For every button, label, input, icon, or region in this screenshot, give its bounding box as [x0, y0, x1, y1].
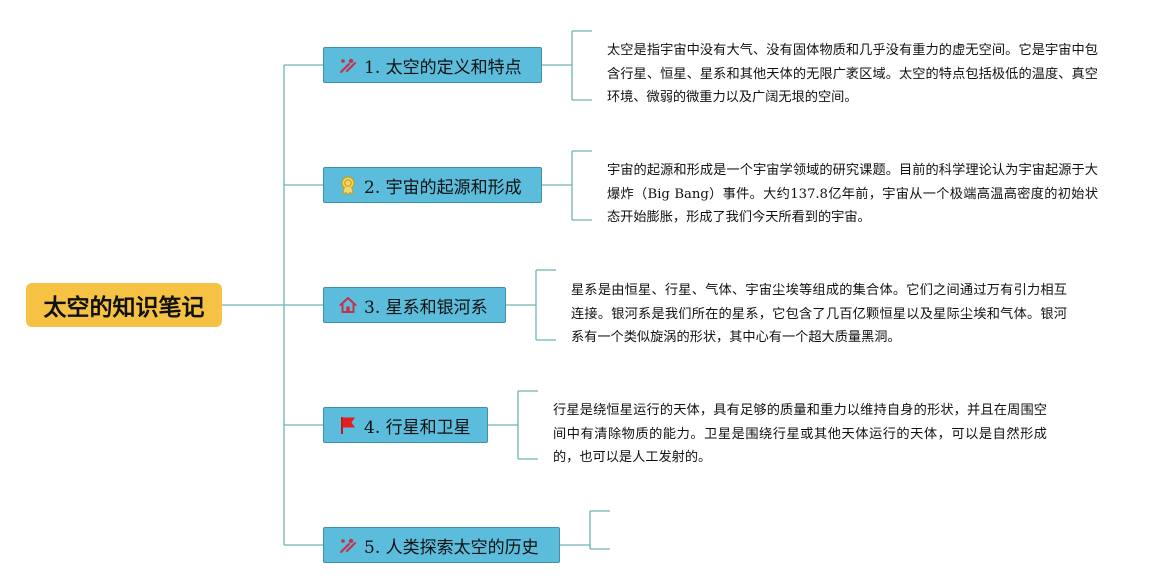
- note-connector-5: [560, 510, 610, 550]
- tools-icon: [338, 535, 358, 555]
- central-topic-label: 太空的知识笔记: [43, 295, 205, 321]
- topic-label: 5. 人类探索太空的历史: [364, 537, 539, 558]
- topic-note: 太空是指宇宙中没有大气、没有固体物质和几乎没有重力的虚无空间。它是宇宙中包含行星…: [607, 43, 1098, 105]
- topic-space-definition[interactable]: 1. 太空的定义和特点: [323, 47, 542, 83]
- note-connector-3: [506, 269, 556, 341]
- topic-planets-satellites[interactable]: 4. 行星和卫星: [323, 407, 488, 443]
- topic-universe-origin[interactable]: 2. 宇宙的起源和形成: [323, 167, 542, 203]
- note-connector-2: [542, 150, 592, 221]
- award-medal-icon: [338, 175, 358, 195]
- topic-note: 行星是绕恒星运行的天体，具有足够的质量和重力以维持自身的形状，并且在周围空间中有…: [553, 403, 1047, 465]
- topic-label: 2. 宇宙的起源和形成: [364, 177, 522, 198]
- topic-note: 宇宙的起源和形成是一个宇宙学领域的研究课题。目前的科学理论认为宇宙起源于大爆炸（…: [607, 163, 1098, 225]
- central-topic[interactable]: 太空的知识笔记: [26, 283, 222, 327]
- tools-icon: [338, 55, 358, 75]
- note-connector-4: [488, 390, 538, 460]
- topic-space-exploration-history[interactable]: 5. 人类探索太空的历史: [323, 527, 560, 563]
- home-icon: [338, 295, 358, 315]
- topic-label: 3. 星系和银河系: [364, 297, 488, 318]
- topic-label: 4. 行星和卫星: [364, 417, 471, 438]
- flag-icon: [338, 415, 358, 435]
- topic-note: 星系是由恒星、行星、气体、宇宙尘埃等组成的集合体。它们之间通过万有引力相互连接。…: [571, 283, 1067, 345]
- topic-label: 1. 太空的定义和特点: [364, 57, 522, 78]
- topic-galaxies[interactable]: 3. 星系和银河系: [323, 287, 506, 323]
- note-connector-1: [542, 30, 592, 101]
